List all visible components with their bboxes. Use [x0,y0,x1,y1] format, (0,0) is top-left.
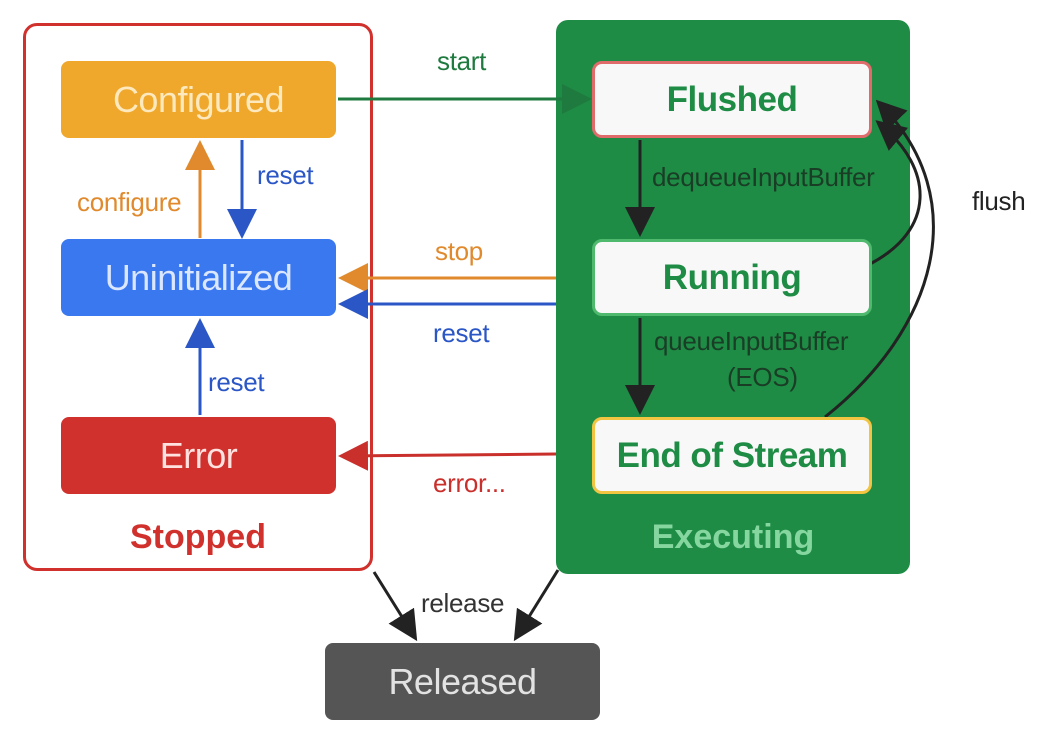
label-reset-configured: reset [257,160,314,190]
state-error: Error [61,417,336,494]
state-end-of-stream: End of Stream [592,417,872,494]
label-error: error... [433,468,506,498]
arrow-release-executing [513,569,560,642]
state-uninitialized: Uninitialized [61,239,336,316]
label-flush: flush [972,186,1026,216]
state-running: Running [592,239,872,316]
label-reset-executing: reset [433,318,490,348]
label-dequeue-input-buffer: dequeueInputBuffer [652,162,875,192]
state-released: Released [325,643,600,720]
arrow-release-stopped [372,571,418,642]
stopped-group-label: Stopped [130,518,266,556]
state-configured: Configured [61,61,336,138]
arrow-error [338,440,557,471]
label-start: start [437,46,487,76]
label-queue-input-buffer-eos: (EOS) [727,362,798,392]
arrow-flush-eos [824,99,935,419]
label-release: release [421,588,505,618]
executing-group-label: Executing [651,518,815,556]
state-end-of-stream-label: End of Stream [616,435,848,475]
state-running-label: Running [662,257,802,297]
state-uninitialized-label: Uninitialized [104,256,293,298]
state-configured-label: Configured [112,78,285,120]
label-queue-input-buffer: queueInputBuffer [654,326,849,356]
state-error-label: Error [159,434,238,476]
state-released-label: Released [388,660,537,702]
arrow-flush-running [869,120,922,266]
state-flushed: Flushed [592,61,872,138]
state-flushed-label: Flushed [666,79,798,119]
label-reset-error: reset [208,367,265,397]
label-configure: configure [77,187,182,217]
label-stop: stop [435,236,483,266]
